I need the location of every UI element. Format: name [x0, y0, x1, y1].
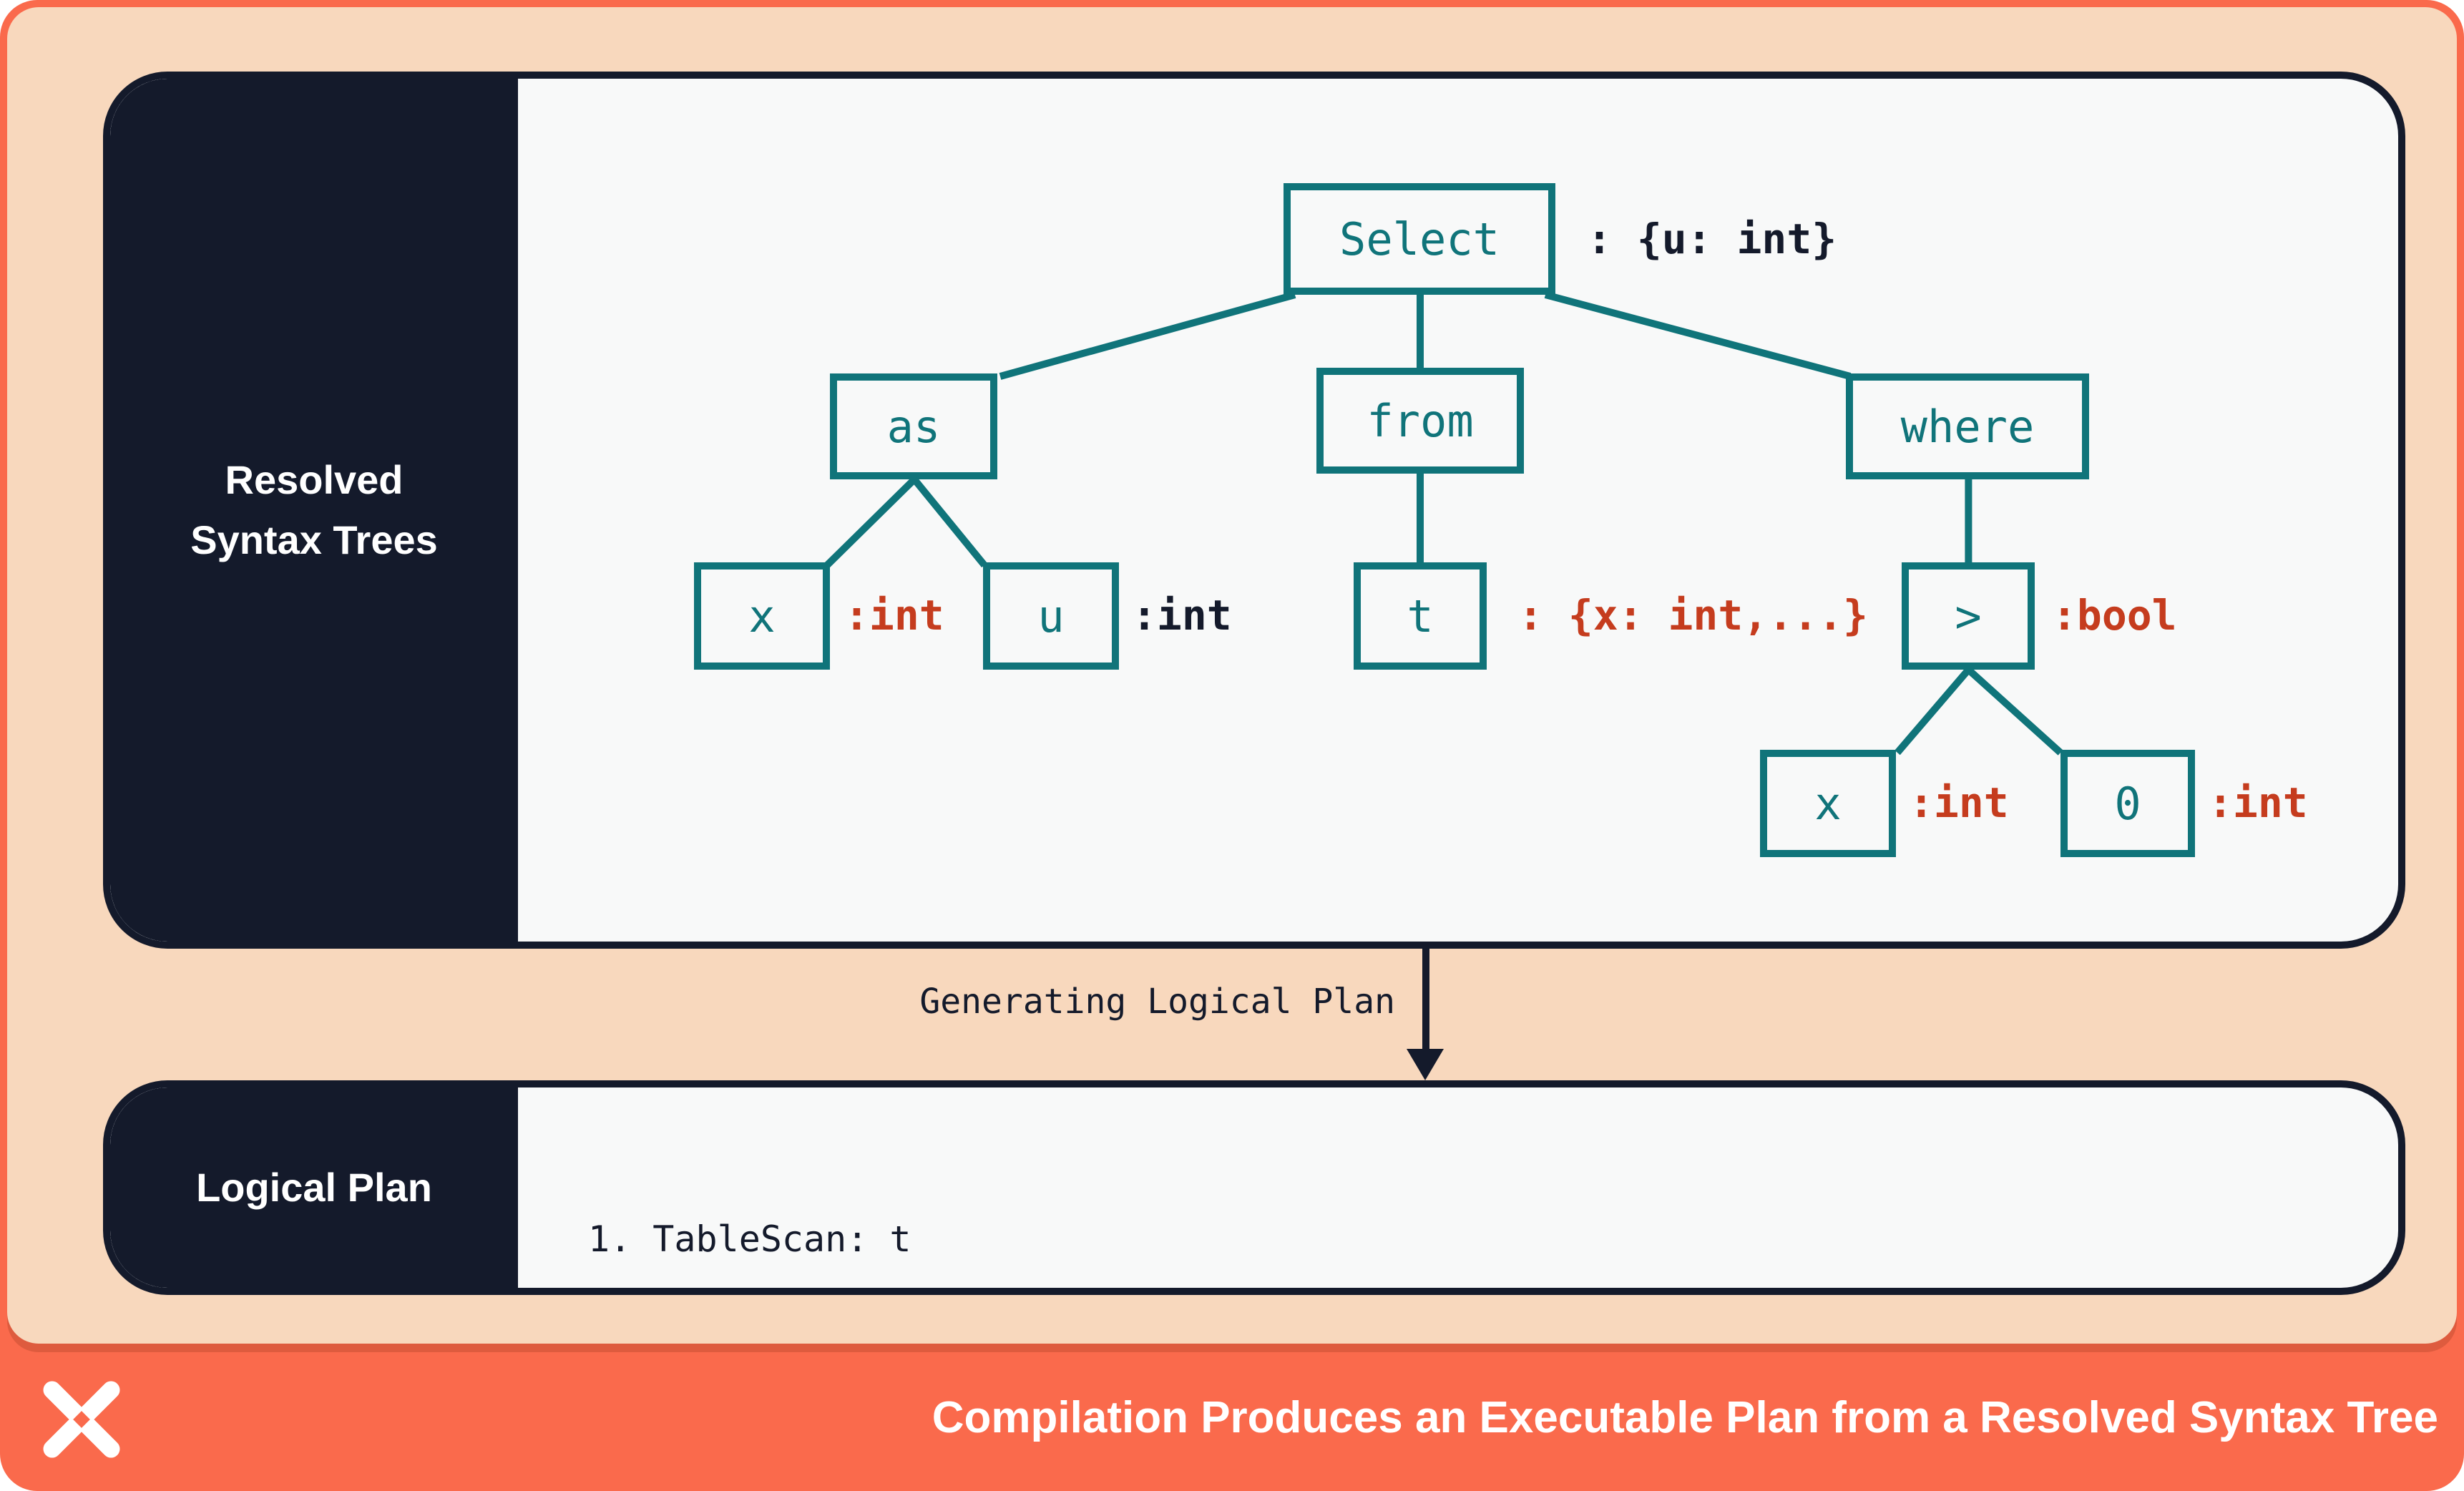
tree-node-t-label: t [1407, 590, 1434, 642]
down-arrow-icon [1407, 1049, 1444, 1080]
type-annotation-x-alias: :int [844, 591, 944, 640]
tree-node-greater-than-label: > [1955, 590, 1982, 642]
tree-node-u: u [983, 562, 1119, 670]
panel-label-line-1: Resolved [225, 457, 404, 502]
logical-plan-panel: 1. TableScan: t 2. Filter: t.x > 0 3. Pr… [103, 1080, 2405, 1295]
tree-node-from-label: from [1367, 394, 1474, 447]
tree-node-where: where [1846, 373, 2089, 479]
type-annotation-u: :int [1132, 591, 1232, 640]
footer-title: Compilation Produces an Executable Plan … [932, 1393, 2438, 1442]
edge-gt-zero [1966, 667, 2063, 756]
tree-node-x-alias: x [694, 562, 830, 670]
dbt-logo-icon [43, 1381, 120, 1458]
transition-label: Generating Logical Plan [919, 982, 1395, 1022]
edge-as-x [824, 476, 917, 568]
tree-node-greater-than: > [1902, 562, 2035, 670]
edge-select-where [1544, 291, 1852, 380]
logical-plan-step-1: 1. TableScan: t [588, 1218, 911, 1260]
panel-label-resolved-syntax-trees: Resolved Syntax Trees [110, 79, 518, 942]
panel-label-logical-plan-text: Logical Plan [196, 1165, 432, 1210]
tree-node-x-alias-label: x [748, 590, 776, 642]
panel-label-line-2: Syntax Trees [190, 517, 438, 562]
tree-node-as: as [830, 373, 997, 479]
tree-node-where-label: where [1900, 400, 2035, 453]
panel-label-logical-plan: Logical Plan [110, 1087, 518, 1288]
tree-node-x-operand: x [1760, 750, 1896, 857]
tree-node-zero: 0 [2060, 750, 2195, 857]
edge-gt-x [1895, 667, 1972, 756]
syntax-tree-canvas: Select as from where x u t > [110, 79, 2398, 942]
tree-node-as-label: as [886, 400, 941, 453]
type-annotation-t: : {x: int,...} [1518, 591, 1868, 640]
tree-node-zero-label: 0 [2114, 777, 2141, 830]
resolved-syntax-trees-panel: Select as from where x u t > [103, 72, 2405, 949]
tree-node-x-operand-label: x [1814, 777, 1842, 830]
edge-as-u [911, 476, 987, 568]
tree-node-select-label: Select [1339, 212, 1500, 265]
tree-edges [824, 291, 2063, 756]
type-annotation-select: : {u: int} [1587, 215, 1837, 263]
type-annotation-zero: :int [2208, 778, 2308, 827]
type-annotation-x-operand: :int [1909, 778, 2009, 827]
tree-node-from: from [1316, 368, 1524, 474]
down-arrow-line [1422, 949, 1429, 1052]
logical-plan-steps: 1. TableScan: t 2. Filter: t.x > 0 3. Pr… [588, 1110, 1083, 1288]
tree-node-u-label: u [1037, 590, 1065, 642]
edge-select-as [999, 291, 1296, 380]
tree-node-t: t [1354, 562, 1487, 670]
tree-node-select: Select [1284, 183, 1555, 295]
type-annotation-greater-than: :bool [2052, 591, 2177, 640]
